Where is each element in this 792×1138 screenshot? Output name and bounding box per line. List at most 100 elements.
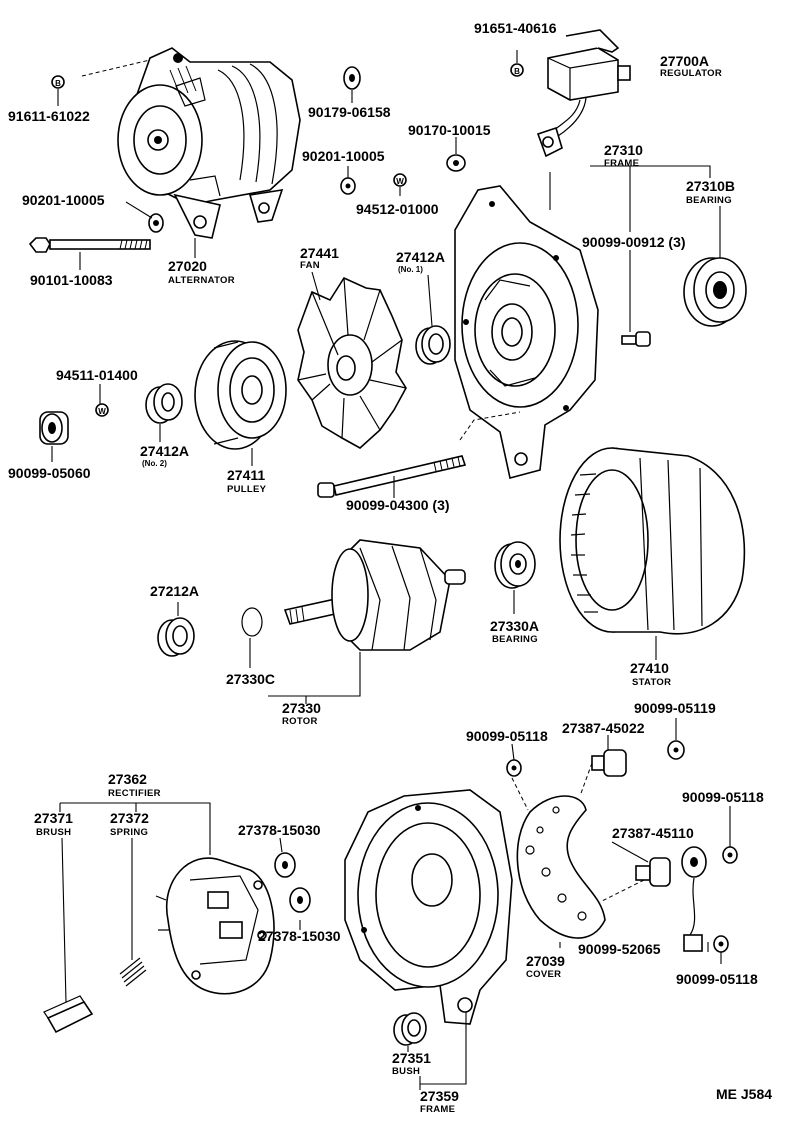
fan-drawing xyxy=(297,276,407,449)
label-90099-00912: 90099-00912 (3) xyxy=(582,234,686,250)
nut-90099-05118-c-drawing xyxy=(713,935,729,953)
marker-b-left-label: B xyxy=(55,79,61,88)
nut-90099-05060-drawing xyxy=(39,411,69,445)
pulley-drawing xyxy=(194,340,287,450)
nut-90099-05118-b-drawing xyxy=(722,846,738,864)
label-27362: 27362 xyxy=(108,771,147,787)
nut-90099-05118-a-drawing xyxy=(506,759,522,777)
label-27212a: 27212A xyxy=(150,583,199,599)
label-27330c: 27330C xyxy=(226,671,275,687)
washer-w-mid-label: W xyxy=(98,407,106,416)
frame-27310-drawing xyxy=(454,185,599,479)
spring-drawing xyxy=(119,957,147,987)
bolt-90099-04300-drawing xyxy=(317,455,467,498)
nut-90179-drawing xyxy=(343,66,361,90)
nut-90201-a-drawing xyxy=(148,213,164,233)
stator-drawing xyxy=(559,447,746,635)
label-90099-05060: 90099-05060 xyxy=(8,465,91,481)
screw-90099-00912-drawing xyxy=(621,331,651,347)
label-90099-05118-c: 90099-05118 xyxy=(676,971,758,987)
label-90179-06158: 90179-06158 xyxy=(308,104,391,120)
nut-90201-b-drawing xyxy=(340,177,356,195)
label-no2: (No. 2) xyxy=(142,459,167,468)
bolt-90101-drawing xyxy=(28,237,151,253)
frame-27359-drawing xyxy=(344,789,513,1025)
label-90170-10015: 90170-10015 xyxy=(408,122,491,138)
label-bearing-27330a: BEARING xyxy=(492,634,538,645)
brush-drawing xyxy=(43,995,94,1034)
washer-w-top-label: W xyxy=(396,177,404,186)
label-27441: 27441 xyxy=(300,245,339,261)
alternator-assembly-drawing xyxy=(117,47,301,239)
retainer-27212a-drawing xyxy=(157,617,195,657)
label-27330a: 27330A xyxy=(490,618,539,634)
label-27330: 27330 xyxy=(282,700,321,716)
label-rectifier: RECTIFIER xyxy=(108,788,161,799)
label-90201-10005-b: 90201-10005 xyxy=(302,148,385,164)
part-labels: 91651-40616 27700A REGULATOR 91611-61022… xyxy=(8,20,772,1115)
label-stator: STATOR xyxy=(632,677,671,688)
label-27359: 27359 xyxy=(420,1088,459,1104)
label-90201-10005-a: 90201-10005 xyxy=(22,192,105,208)
label-27039: 27039 xyxy=(526,953,565,969)
label-27412a-no2: 27412A xyxy=(140,443,189,459)
marker-b-left: B xyxy=(51,75,65,89)
label-27371: 27371 xyxy=(34,810,73,826)
label-27020: 27020 xyxy=(168,258,207,274)
label-27387-45022: 27387-45022 xyxy=(562,720,645,736)
label-pulley: PULLEY xyxy=(227,484,267,495)
spacer-27412a-no2-drawing xyxy=(145,383,183,424)
label-spring: SPRING xyxy=(110,827,148,838)
label-brush: BRUSH xyxy=(36,827,71,838)
diagram-code: ME J584 xyxy=(716,1086,772,1102)
connector-90099-52065-drawing xyxy=(681,846,707,952)
rotor-drawing xyxy=(283,539,466,651)
insulator-27378-a-drawing xyxy=(274,852,296,878)
insulator-27378-b-drawing xyxy=(289,887,311,913)
label-fan: FAN xyxy=(300,260,320,271)
marker-b-right: B xyxy=(510,63,524,77)
label-frame-27359: FRAME xyxy=(420,1104,455,1115)
label-regulator: REGULATOR xyxy=(660,68,722,79)
label-90099-05118-a: 90099-05118 xyxy=(466,728,548,744)
label-27378-15030-a: 27378-15030 xyxy=(238,822,321,838)
label-90101-10083: 90101-10083 xyxy=(30,272,113,288)
nut-90099-05119-drawing xyxy=(667,740,685,760)
label-rotor: ROTOR xyxy=(282,716,318,727)
regulator-drawing xyxy=(536,29,631,158)
label-no1: (No. 1) xyxy=(398,265,423,274)
bearing-27330a-drawing xyxy=(494,541,536,589)
label-94512-01000: 94512-01000 xyxy=(356,201,439,217)
label-27387-45110: 27387-45110 xyxy=(612,825,694,841)
label-94511-01400: 94511-01400 xyxy=(56,367,138,383)
leader-lines xyxy=(51,50,731,1090)
label-cover: COVER xyxy=(526,969,561,980)
label-90099-05119: 90099-05119 xyxy=(634,700,716,716)
marker-b-right-label: B xyxy=(514,67,520,76)
label-alternator: ALTERNATOR xyxy=(168,275,235,286)
rectifier-drawing xyxy=(155,857,275,995)
washer-w-top-drawing: W xyxy=(393,173,407,187)
terminal-27387-45022-drawing xyxy=(591,749,627,777)
bush-drawing xyxy=(393,1012,427,1046)
label-bearing-27310b: BEARING xyxy=(686,195,732,206)
label-27351: 27351 xyxy=(392,1050,431,1066)
label-27372: 27372 xyxy=(110,810,149,826)
bearing-27310b-drawing xyxy=(683,257,747,327)
spacer-27412a-no1-drawing xyxy=(415,325,451,365)
label-90099-04300: 90099-04300 (3) xyxy=(346,497,450,513)
label-91651-40616: 91651-40616 xyxy=(474,20,557,36)
cover-drawing xyxy=(516,795,606,939)
label-91611-61022: 91611-61022 xyxy=(8,108,90,124)
label-27310b: 27310B xyxy=(686,178,735,194)
nut-90170-drawing xyxy=(446,154,466,172)
label-27700a: 27700A xyxy=(660,53,709,69)
washer-w-mid-drawing: W xyxy=(95,403,109,417)
label-27310: 27310 xyxy=(604,142,643,158)
ring-27330c-drawing xyxy=(241,607,263,637)
label-27412a-no1: 27412A xyxy=(396,249,445,265)
label-90099-52065: 90099-52065 xyxy=(578,941,661,957)
label-27378-15030-b: 27378-15030 xyxy=(258,928,341,944)
label-bush: BUSH xyxy=(392,1066,420,1077)
